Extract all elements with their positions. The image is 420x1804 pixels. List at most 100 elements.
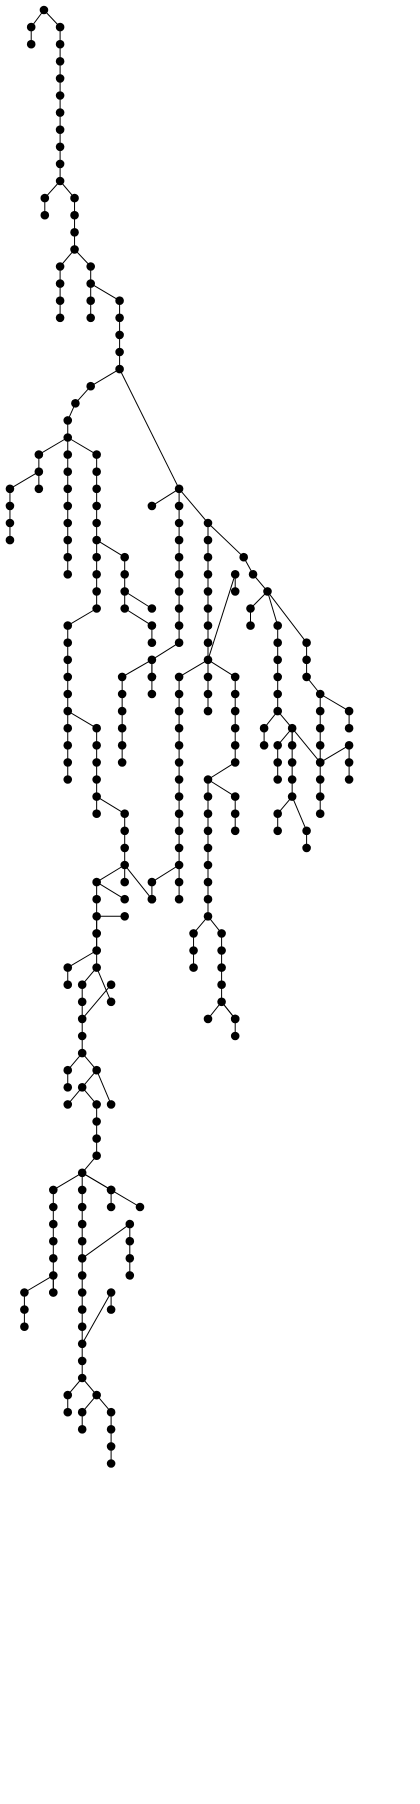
tree-node [92, 1151, 101, 1160]
tree-node [115, 347, 124, 357]
tree-node [49, 1254, 58, 1263]
tree-node [287, 775, 297, 784]
tree-node [77, 1168, 87, 1178]
tree-edge [124, 864, 153, 900]
tree-node [344, 758, 354, 767]
tree-node [147, 655, 157, 665]
tree-node [315, 792, 325, 801]
tree-node [174, 809, 184, 818]
tree-node [203, 552, 213, 562]
tree-node [273, 689, 283, 699]
tree-node [63, 1065, 73, 1075]
tree-node [92, 912, 101, 921]
tree-edge [96, 1070, 112, 1105]
tree-node [174, 843, 184, 853]
tree-node [49, 1288, 58, 1297]
tree-node [92, 775, 101, 784]
tree-edge [119, 368, 180, 490]
tree-edge [178, 488, 209, 524]
tree-node [273, 826, 283, 836]
tree-node [34, 450, 44, 459]
tree-node [115, 313, 124, 323]
tree-node [230, 1031, 240, 1041]
tree-node [55, 22, 65, 32]
tree-node [92, 484, 101, 494]
tree-node [34, 484, 44, 494]
tree-node [77, 1254, 87, 1263]
tree-node [92, 758, 101, 767]
tree-node [77, 1305, 87, 1314]
tree-edge [267, 591, 279, 626]
tree-node [106, 997, 116, 1007]
tree-edge [110, 1189, 141, 1208]
tree-node [273, 741, 283, 750]
tree-node [174, 706, 184, 716]
tree-node [147, 501, 157, 511]
tree-node [302, 655, 311, 665]
tree-node [55, 279, 65, 288]
tree-node [92, 1134, 101, 1143]
tree-node [174, 518, 184, 528]
tree-node [117, 672, 127, 682]
tree-node [217, 963, 226, 972]
tree-node [71, 399, 80, 408]
tree-node [217, 980, 226, 989]
tree-node [315, 758, 325, 767]
tree-node [63, 672, 73, 682]
tree-node [217, 997, 226, 1007]
tree-node [92, 741, 101, 750]
tree-node [92, 552, 101, 562]
tree-node [49, 1202, 58, 1212]
tree-node [203, 518, 213, 528]
tree-node [49, 1185, 58, 1195]
tree-node [63, 467, 73, 477]
tree-node [5, 518, 15, 528]
tree-node [92, 1390, 101, 1400]
tree-node [230, 826, 240, 836]
tree-node [287, 723, 297, 733]
tree-node [217, 946, 226, 955]
tree-node [106, 1442, 116, 1451]
tree-node [34, 467, 44, 477]
tree-node [302, 843, 311, 853]
tree-node [70, 193, 79, 203]
tree-edge [81, 1172, 112, 1191]
tree-node [246, 604, 255, 613]
tree-edge [319, 693, 350, 712]
tree-edge [67, 437, 97, 456]
tree-node [248, 570, 258, 579]
tree-node [117, 706, 127, 716]
tree-edge [151, 488, 180, 507]
tree-node [125, 1219, 135, 1229]
tree-node [63, 706, 73, 716]
tree-node [77, 980, 87, 989]
tree-node [230, 570, 240, 579]
tree-node [315, 741, 325, 750]
tree-node [147, 894, 157, 904]
tree-node [70, 245, 79, 254]
tree-node [230, 689, 240, 699]
tree-node [55, 296, 65, 306]
tree-node [70, 228, 79, 237]
tree-node [147, 638, 157, 647]
tree-edge [178, 659, 209, 678]
tree-node [135, 1202, 145, 1212]
tree-node [63, 775, 73, 784]
tree-node [55, 142, 65, 152]
tree-node [86, 296, 95, 306]
tree-node [92, 877, 101, 887]
tree-node [40, 193, 50, 203]
tree-node [203, 587, 213, 596]
tree-node [92, 809, 101, 818]
tree-node [115, 330, 124, 340]
tree-node [92, 946, 101, 955]
tree-node [63, 1390, 73, 1400]
tree-node [5, 484, 15, 494]
tree-edge [24, 1274, 54, 1293]
tree-node [55, 91, 65, 100]
tree-node [77, 1031, 87, 1041]
tree-node [174, 587, 184, 596]
tree-node [120, 843, 129, 853]
tree-node [125, 1254, 135, 1263]
tree-node [203, 570, 213, 579]
